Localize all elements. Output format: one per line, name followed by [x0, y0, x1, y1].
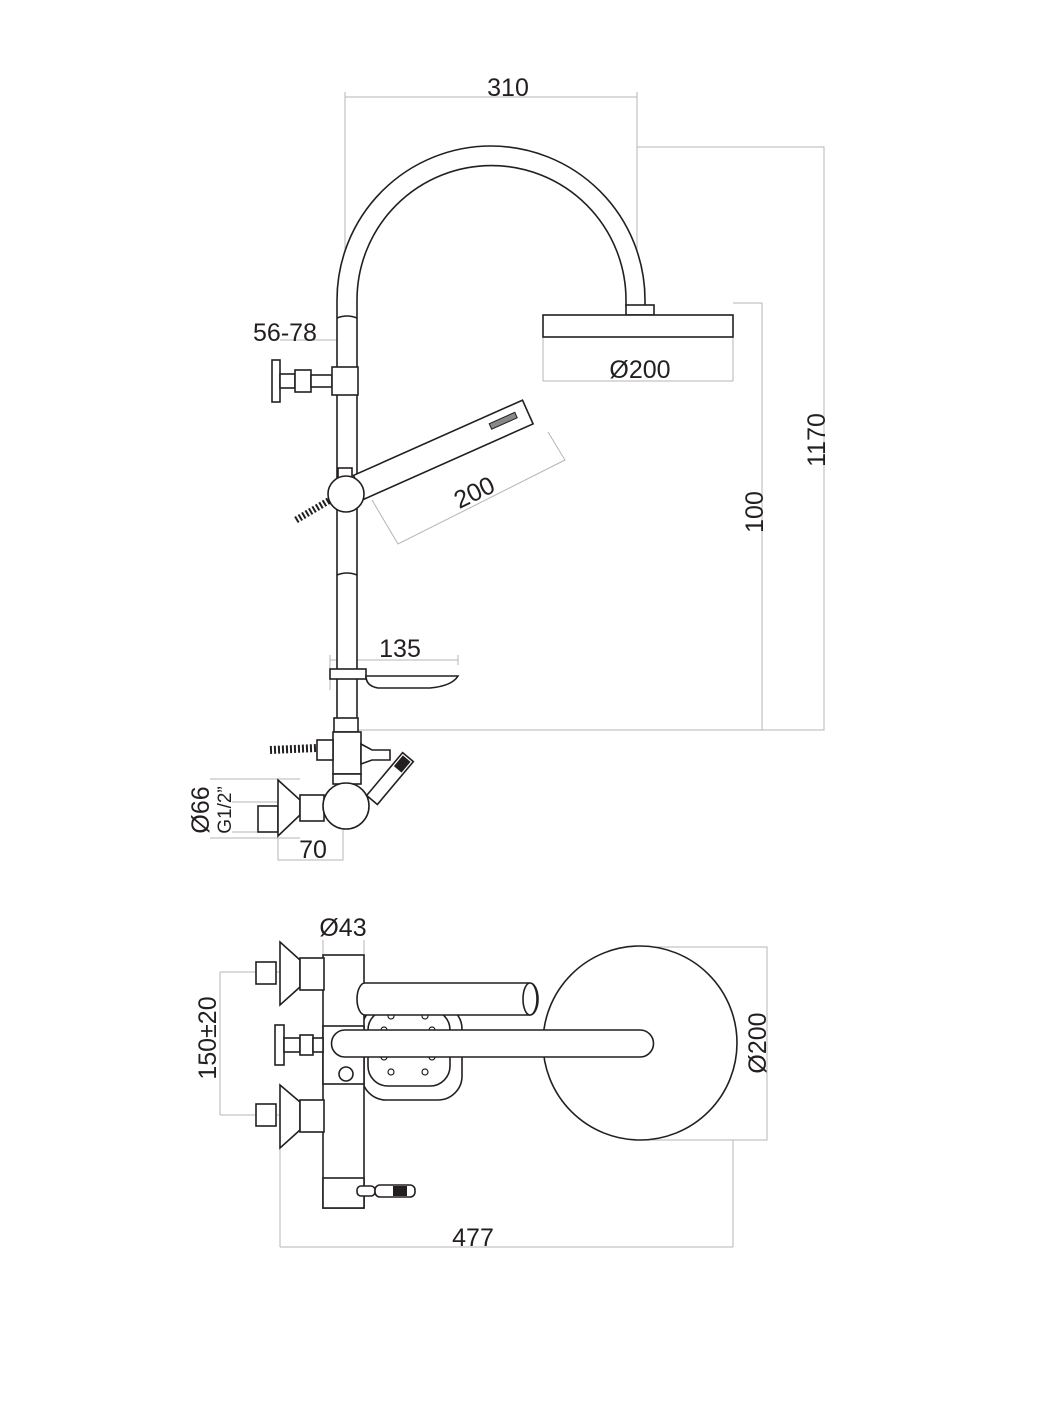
- mixer-body: [322, 782, 370, 830]
- head-connector: [625, 304, 655, 316]
- total-height-label: 1170: [803, 413, 831, 467]
- hose-icon: [294, 496, 332, 524]
- mixer-depth-label: 70: [299, 836, 327, 864]
- mixer-diameter-label: Ø66: [187, 786, 215, 833]
- center-distance-label: 150±20: [194, 996, 222, 1079]
- head-height-label: 100: [741, 491, 769, 533]
- hand-shower: [352, 399, 535, 501]
- center-knob: [274, 1024, 324, 1066]
- body-diameter-label: Ø43: [319, 914, 366, 942]
- thread-label: G1/2”: [215, 786, 236, 834]
- bracket-range-label: 56-78: [253, 319, 317, 347]
- shower-arm: [330, 1029, 655, 1058]
- shower-head: [542, 314, 734, 338]
- slider: [327, 475, 365, 513]
- diverter: [332, 731, 362, 775]
- lower-inlet: [255, 1083, 325, 1150]
- top-head-diameter-label: Ø200: [744, 1012, 772, 1073]
- top-bar: [356, 982, 539, 1016]
- head-diameter-label: Ø200: [609, 356, 670, 384]
- front-view: 310 Ø200 1170 100 200 56-78 135 Ø66 G1/2…: [187, 74, 831, 864]
- riser-arch: [336, 145, 646, 721]
- soap-dish: [365, 675, 460, 689]
- width-dim-label: 310: [487, 74, 529, 102]
- upper-inlet: [255, 940, 325, 1007]
- bracket-clamp: [331, 366, 359, 396]
- top-view: Ø43 Ø200 150±20 477: [194, 914, 772, 1252]
- diverter-knob: [360, 742, 391, 766]
- mixer-flange: [277, 778, 301, 838]
- total-projection-label: 477: [452, 1224, 494, 1252]
- soap-dish-label: 135: [379, 635, 421, 663]
- hand-shower-length-label: 200: [450, 471, 500, 514]
- bracket-plate: [271, 359, 281, 403]
